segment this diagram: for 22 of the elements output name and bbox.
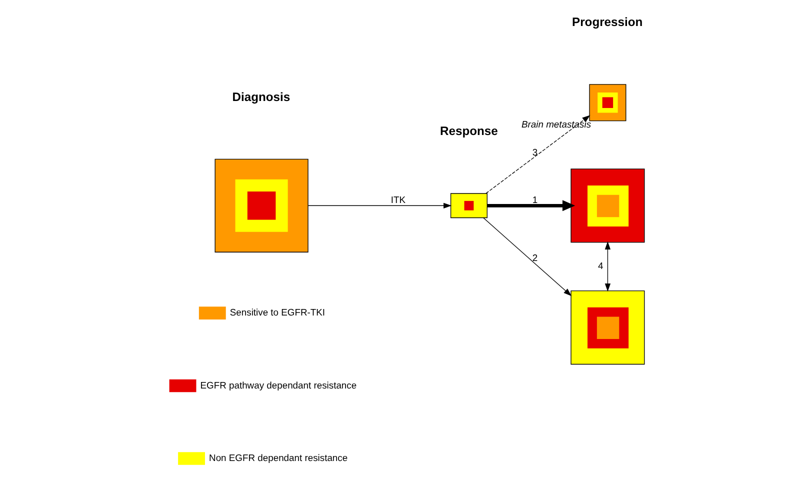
node-box xyxy=(450,192,487,218)
edge-label: ITK xyxy=(390,194,406,205)
node-box xyxy=(570,290,644,364)
edge-label: 1 xyxy=(532,194,538,205)
node-box xyxy=(588,84,626,121)
edge-label: 4 xyxy=(598,260,603,271)
arrow xyxy=(604,240,610,292)
arrow xyxy=(486,200,575,211)
label: Response xyxy=(440,124,498,138)
edge-label: 3 xyxy=(532,146,538,157)
label: Diagnosis xyxy=(232,89,290,104)
node-label: Brain metastasis xyxy=(521,118,591,130)
node-box xyxy=(570,168,644,242)
node-box xyxy=(214,158,308,252)
arrow xyxy=(307,202,452,208)
legend-label: Non EGFR dependant resistance xyxy=(208,452,348,463)
arrow xyxy=(482,216,572,296)
arrow xyxy=(485,114,590,194)
edge-label: 2 xyxy=(532,252,538,262)
legend-label: Sensitive to EGFR-TKI xyxy=(229,306,325,318)
label: Progression xyxy=(572,14,642,29)
legend-label: EGFR pathway dependant resistance xyxy=(200,378,356,390)
